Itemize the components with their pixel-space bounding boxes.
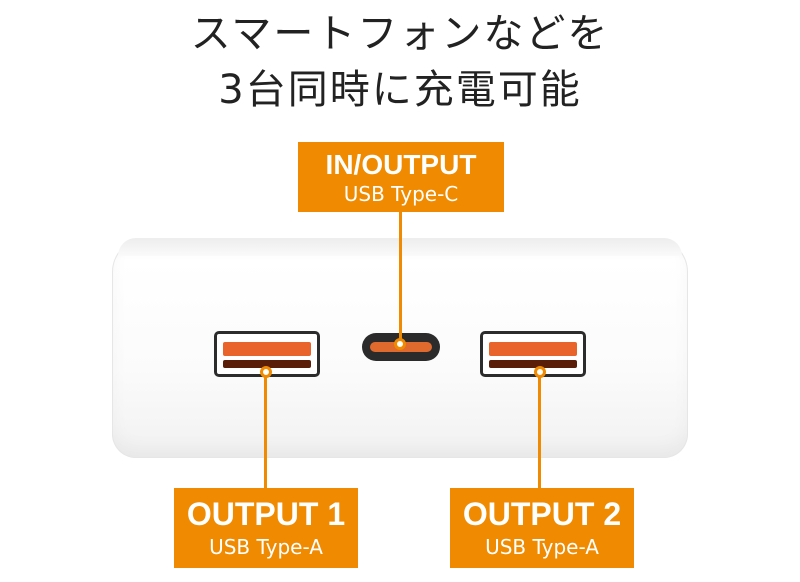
output1-port-label: OUTPUT 1 USB Type-A (174, 488, 358, 568)
input-port-subtitle: USB Type-C (343, 182, 459, 206)
headline-line-1: スマートフォンなどを (190, 11, 610, 57)
input-port-label: IN/OUTPUT USB Type-C (298, 142, 504, 212)
usb-a-port-2-icon (480, 331, 586, 377)
output2-port-title: OUTPUT 2 (462, 496, 622, 532)
usb-a-port-1-slot (223, 360, 311, 368)
output2-port-label: OUTPUT 2 USB Type-A (450, 488, 634, 568)
input-connector-dot (394, 338, 406, 350)
input-connector-line (399, 210, 402, 344)
usb-a-port-2-slot (489, 360, 577, 368)
output2-connector-dot (534, 366, 546, 378)
output2-port-subtitle: USB Type-A (485, 535, 599, 559)
output1-connector-line (264, 372, 267, 490)
usb-a-port-2-tongue (489, 342, 577, 356)
output2-connector-line (538, 372, 541, 490)
headline-line-2: 3台同時に充電可能 (218, 67, 582, 113)
usb-a-port-1-tongue (223, 342, 311, 356)
headline: スマートフォンなどを 3台同時に充電可能 (0, 6, 800, 118)
input-port-title: IN/OUTPUT (325, 149, 477, 180)
output1-connector-dot (260, 366, 272, 378)
output1-port-title: OUTPUT 1 (186, 496, 346, 532)
output1-port-subtitle: USB Type-A (209, 535, 323, 559)
